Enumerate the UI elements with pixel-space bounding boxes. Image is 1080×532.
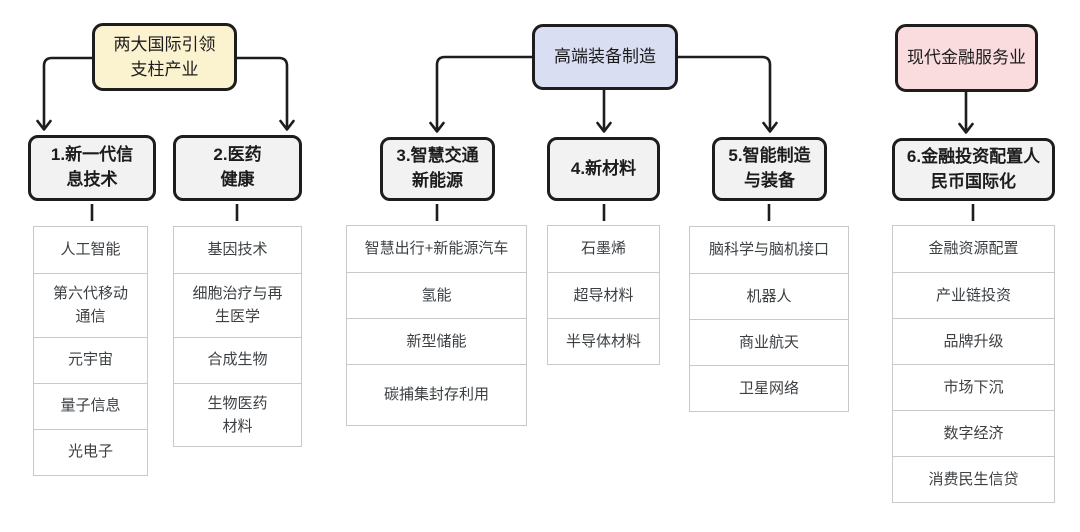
list-item: 卫星网络 <box>690 365 848 411</box>
list-item: 第六代移动 通信 <box>34 273 147 337</box>
connector-elbow-left-equipment <box>435 55 532 129</box>
list-item: 产业链投资 <box>893 272 1054 318</box>
category-header-6-finance-investment: 6.金融投资配置人 民币国际化 <box>892 138 1055 201</box>
list-item: 金融资源配置 <box>928 240 1019 258</box>
list-item: 脑科学与脑机接口 <box>708 241 829 259</box>
arrowhead-icon <box>958 122 974 134</box>
list-item: 人工智能 <box>60 241 121 259</box>
list-item: 氢能 <box>347 272 526 318</box>
list-next-gen-it: 人工智能 第六代移动 通信 元宇宙 量子信息 光电子 <box>33 226 148 476</box>
list-item: 市场下沉 <box>893 364 1054 410</box>
connector-elbow-right-pillar <box>236 56 289 127</box>
list-item: 基因技术 <box>207 241 268 259</box>
list-item: 碳捕集封存利用 <box>347 364 526 425</box>
list-item: 光电子 <box>34 428 147 475</box>
arrowhead-icon <box>429 121 445 133</box>
list-item: 细胞治疗与再 生医学 <box>174 273 301 337</box>
list-item: 量子信息 <box>34 382 147 429</box>
arrowhead-icon <box>36 119 52 131</box>
category-header-2-pharma-health: 2.医药 健康 <box>173 135 302 201</box>
list-item: 商业航天 <box>690 319 848 365</box>
list-item: 石墨烯 <box>580 240 626 258</box>
list-smart-transport-energy: 智慧出行+新能源汽车 氢能 新型储能 碳捕集封存利用 <box>346 225 527 426</box>
list-item: 生物医药 材料 <box>174 382 301 447</box>
parent-node-high-end-equipment: 高端装备制造 <box>532 24 678 90</box>
category-header-4-new-materials: 4.新材料 <box>547 137 660 201</box>
list-item: 机器人 <box>690 273 848 319</box>
category-header-5-intelligent-manufacturing: 5.智能制造 与装备 <box>712 137 827 201</box>
category-header-1-next-gen-it: 1.新一代信 息技术 <box>28 135 156 201</box>
arrowhead-icon <box>762 121 778 133</box>
list-item: 半导体材料 <box>548 318 659 364</box>
arrowhead-icon <box>596 121 612 133</box>
connector-elbow-left-pillar <box>42 56 92 127</box>
list-item: 超导材料 <box>548 272 659 318</box>
list-finance-investment: 金融资源配置 产业链投资 品牌升级 市场下沉 数字经济 消费民生信贷 <box>892 225 1055 503</box>
parent-node-modern-finance: 现代金融服务业 <box>895 24 1038 92</box>
parent-node-two-pillar-industries: 两大国际引领 支柱产业 <box>92 23 237 91</box>
list-item: 消费民生信贷 <box>893 456 1054 502</box>
list-item: 数字经济 <box>893 410 1054 456</box>
list-item: 合成生物 <box>174 336 301 383</box>
list-item: 元宇宙 <box>34 336 147 383</box>
list-pharma-health: 基因技术 细胞治疗与再 生医学 合成生物 生物医药 材料 <box>173 226 302 447</box>
arrowhead-icon <box>279 119 295 131</box>
list-intelligent-manufacturing: 脑科学与脑机接口 机器人 商业航天 卫星网络 <box>689 226 849 412</box>
list-item: 品牌升级 <box>893 318 1054 364</box>
list-new-materials: 石墨烯 超导材料 半导体材料 <box>547 225 660 365</box>
connector-elbow-right-equipment <box>677 55 772 129</box>
category-header-3-smart-transport-energy: 3.智慧交通 新能源 <box>380 137 495 201</box>
list-item: 新型储能 <box>347 318 526 364</box>
list-item: 智慧出行+新能源汽车 <box>364 240 509 258</box>
